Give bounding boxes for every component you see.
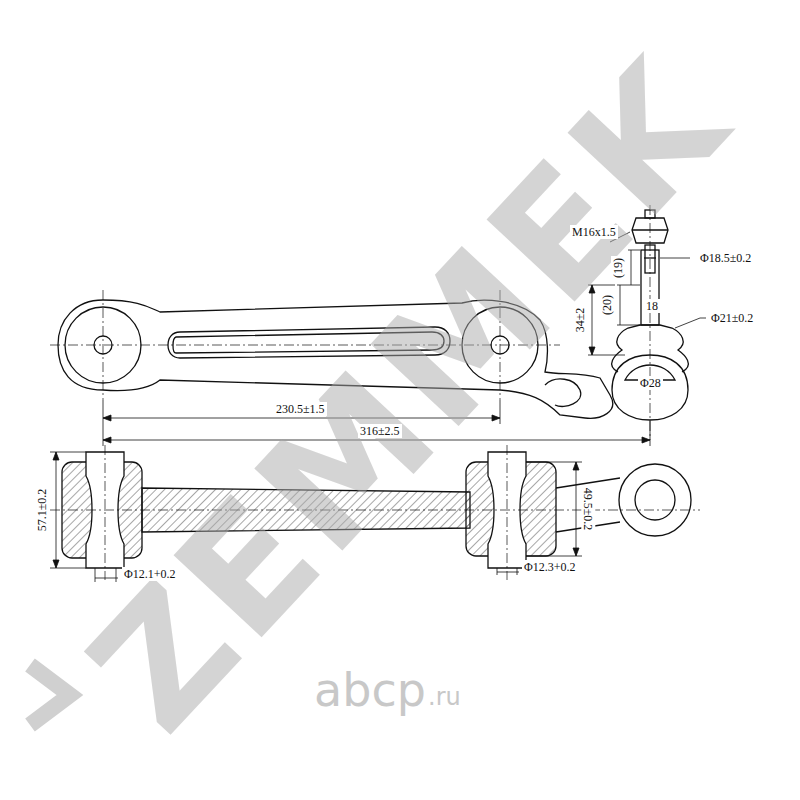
bushing-bore: Φ12.1+0.2 (122, 567, 178, 581)
bushing-width: 57.1±0.2 (35, 487, 49, 534)
boot-diameter: Φ21±0.2 (709, 311, 755, 325)
site-watermark: abcp (314, 667, 426, 713)
stud-length: (19) (611, 256, 625, 280)
ball-height: 34±2 (573, 306, 587, 335)
overall-length: 316±2.5 (358, 424, 402, 438)
site-watermark: .ru (428, 685, 461, 709)
taper-length: (20) (600, 293, 614, 317)
bushing-width: 49.5±0.2 (581, 486, 595, 533)
bushing-spacing: 230.5±1.5 (274, 402, 327, 416)
bushing-bore: Φ12.3+0.2 (522, 560, 578, 574)
taper-dimension: 18 (644, 299, 660, 313)
stud-diameter: Φ18.5±0.2 (698, 251, 753, 265)
watermark: ZEMMEK (64, 33, 756, 758)
ball-diameter: Φ28 (638, 376, 663, 390)
thread-size: M16x1.5 (570, 225, 618, 239)
